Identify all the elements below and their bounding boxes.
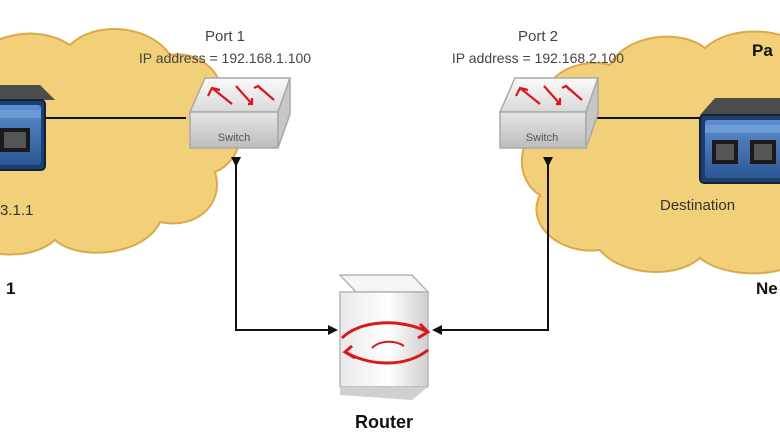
router-label: Router (355, 412, 413, 432)
port2-ip: IP address = 192.168.2.100 (452, 50, 624, 66)
left-host-device (0, 85, 55, 171)
router (338, 274, 431, 400)
router-arrows-icon (340, 321, 431, 365)
right-switch: Switch (498, 77, 600, 149)
right-top-label: Pa (752, 41, 773, 60)
left-host-label: 3.1.1 (0, 202, 33, 219)
switch-arrows-icon (515, 84, 583, 106)
switch-arrows-icon (207, 84, 275, 106)
right-host-label: Destination (660, 197, 735, 214)
right-host-device (699, 98, 780, 184)
right-network-label: Ne (756, 279, 778, 298)
left-router-arrow (231, 157, 338, 335)
right-switch-label: Switch (526, 132, 558, 144)
right-router-arrow (432, 157, 553, 335)
port1-title: Port 1 (205, 28, 245, 45)
port2-title: Port 2 (518, 28, 558, 45)
port1-ip: IP address = 192.168.1.100 (139, 50, 311, 66)
left-network-label: 1 (6, 279, 15, 298)
left-switch-label: Switch (218, 132, 250, 144)
left-switch: Switch (188, 77, 292, 149)
